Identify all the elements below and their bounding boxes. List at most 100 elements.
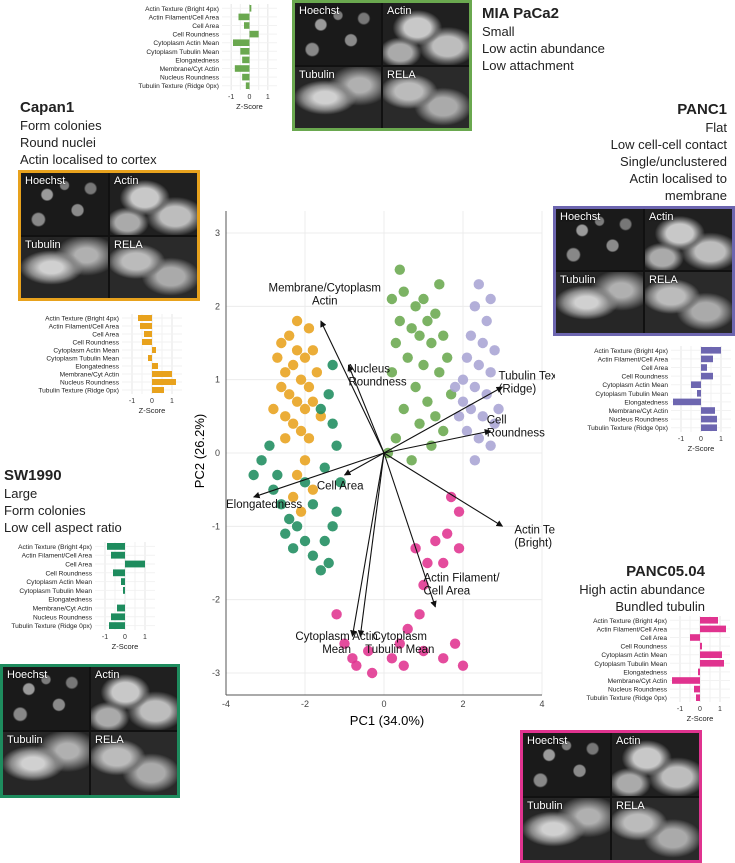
zscore-bar bbox=[109, 622, 125, 629]
zscore-bar bbox=[233, 39, 250, 46]
zscore-bar bbox=[152, 371, 172, 377]
loading-arrow bbox=[357, 452, 385, 637]
zscore-tick-label: 1 bbox=[143, 634, 147, 641]
data-point bbox=[276, 499, 287, 510]
y-tick-label: -3 bbox=[212, 668, 220, 678]
loading-label-line: Nucleus bbox=[348, 363, 390, 375]
data-point bbox=[449, 381, 461, 393]
data-point bbox=[469, 381, 481, 393]
loading-label-line: Tubulin Texture bbox=[499, 371, 555, 383]
cell-line-name: MIA PaCa2 bbox=[482, 5, 559, 22]
data-point bbox=[402, 623, 413, 635]
data-point bbox=[438, 425, 449, 437]
data-point bbox=[323, 389, 334, 400]
loading-arrow bbox=[350, 452, 385, 637]
data-point bbox=[453, 506, 465, 517]
y-tick-label: 0 bbox=[215, 448, 220, 458]
zscore-bar bbox=[694, 685, 700, 693]
feature-label: Cytoplasm Actin Mean bbox=[53, 348, 119, 355]
data-point bbox=[489, 345, 500, 356]
feature-label: Nucleus Roundness bbox=[608, 687, 668, 694]
data-point bbox=[438, 557, 449, 569]
data-point bbox=[280, 367, 291, 378]
cell-line-name: Capan1 bbox=[20, 99, 75, 116]
zscore-bar bbox=[117, 604, 125, 612]
zscore-bar bbox=[701, 347, 721, 354]
data-point bbox=[418, 579, 429, 591]
desc-line: Actin localised to bbox=[629, 171, 727, 186]
zscore-bar bbox=[673, 398, 701, 406]
label-panc0504: PANC05.04 High actin abundance Bundled t… bbox=[579, 562, 705, 615]
tubulin-image: Tubulin bbox=[295, 66, 381, 128]
image-panel-capan1: Hoechst Actin Tubulin RELA bbox=[18, 170, 200, 301]
loading-arrow bbox=[383, 428, 492, 454]
actin-image: Actin bbox=[110, 173, 197, 235]
feature-label: Elongatedness bbox=[48, 597, 92, 604]
data-point bbox=[295, 425, 307, 437]
zscore-bar bbox=[107, 543, 125, 550]
hoechst-image: Hoechst bbox=[556, 209, 643, 270]
zscore-bar bbox=[691, 381, 701, 388]
data-point bbox=[469, 301, 481, 312]
data-point bbox=[418, 645, 429, 657]
zscore-bar bbox=[249, 30, 259, 38]
data-point bbox=[414, 330, 425, 341]
data-point bbox=[469, 455, 481, 466]
zscore-bar bbox=[701, 424, 717, 431]
feature-label: Cytoplasm Tubulin Mean bbox=[146, 49, 219, 56]
zscore-axis-label: Z-Score bbox=[687, 714, 714, 723]
feature-label: Cytoplasm Actin Mean bbox=[602, 382, 668, 389]
loading-label-line: Roundness bbox=[348, 376, 406, 388]
data-point bbox=[307, 484, 319, 495]
desc-line: Small bbox=[482, 24, 515, 39]
data-point bbox=[335, 477, 346, 488]
data-point bbox=[394, 264, 405, 275]
zscore-bar bbox=[701, 364, 707, 371]
zscore-bar bbox=[701, 407, 715, 414]
data-point bbox=[303, 381, 315, 393]
loading-label-line: Cytoplasm Actin bbox=[295, 631, 377, 643]
desc-line: Form colonies bbox=[4, 503, 86, 518]
data-point bbox=[299, 352, 311, 363]
desc-line: Actin localised to cortex bbox=[20, 152, 157, 167]
tubulin-image: Tubulin bbox=[556, 272, 643, 333]
zscore-bar bbox=[690, 634, 700, 641]
zscore-tick-label: 1 bbox=[170, 398, 174, 405]
zscore-bar bbox=[113, 569, 125, 577]
y-axis-label: PC2 (26.2%) bbox=[192, 414, 207, 488]
data-point bbox=[303, 323, 315, 334]
label-sw1990: SW1990 Large Form colonies Low cell aspe… bbox=[4, 466, 122, 536]
zscore-bar bbox=[700, 660, 724, 667]
feature-label: Tubulin Texture (Ridge 0px) bbox=[38, 388, 119, 395]
loading-label-line: (Ridge) bbox=[499, 384, 537, 396]
zscore-bar bbox=[701, 415, 717, 423]
zscore-bar bbox=[696, 694, 700, 701]
actin-image: Actin bbox=[612, 733, 699, 796]
label-panc1: PANC1 Flat Low cell-cell contact Single/… bbox=[611, 100, 727, 204]
data-point bbox=[473, 433, 484, 444]
zscore-bar bbox=[245, 82, 250, 89]
data-point bbox=[434, 279, 445, 290]
x-axis-label: PC1 (34.0%) bbox=[350, 713, 424, 728]
data-point bbox=[457, 660, 469, 671]
zscore-tick-label: -1 bbox=[228, 94, 234, 101]
image-panel-panc1: Hoechst Actin Tubulin RELA bbox=[553, 206, 735, 336]
feature-label: Cell Area bbox=[65, 562, 92, 569]
loading-label-line: Cytoplasm bbox=[373, 631, 427, 643]
data-point bbox=[299, 535, 311, 547]
data-point bbox=[473, 359, 484, 371]
loading-label-line: Tubulin Mean bbox=[365, 644, 434, 656]
zscore-tick-label: 0 bbox=[123, 634, 127, 641]
loading-label: Actin Filament/Cell Area bbox=[424, 572, 501, 597]
data-point bbox=[485, 440, 496, 451]
zscore-bar bbox=[121, 578, 125, 585]
x-tick-label: -2 bbox=[301, 699, 309, 709]
feature-label: Actin Texture (Bright 4px) bbox=[594, 348, 668, 355]
feature-label: Nucleus Roundness bbox=[609, 417, 669, 424]
zscore-bar bbox=[142, 339, 152, 345]
data-point bbox=[386, 293, 398, 305]
zscore-tick-label: 0 bbox=[699, 436, 703, 443]
feature-label: Elongatedness bbox=[623, 669, 667, 676]
feature-label: Membrane/Cyt Actin bbox=[160, 66, 220, 73]
